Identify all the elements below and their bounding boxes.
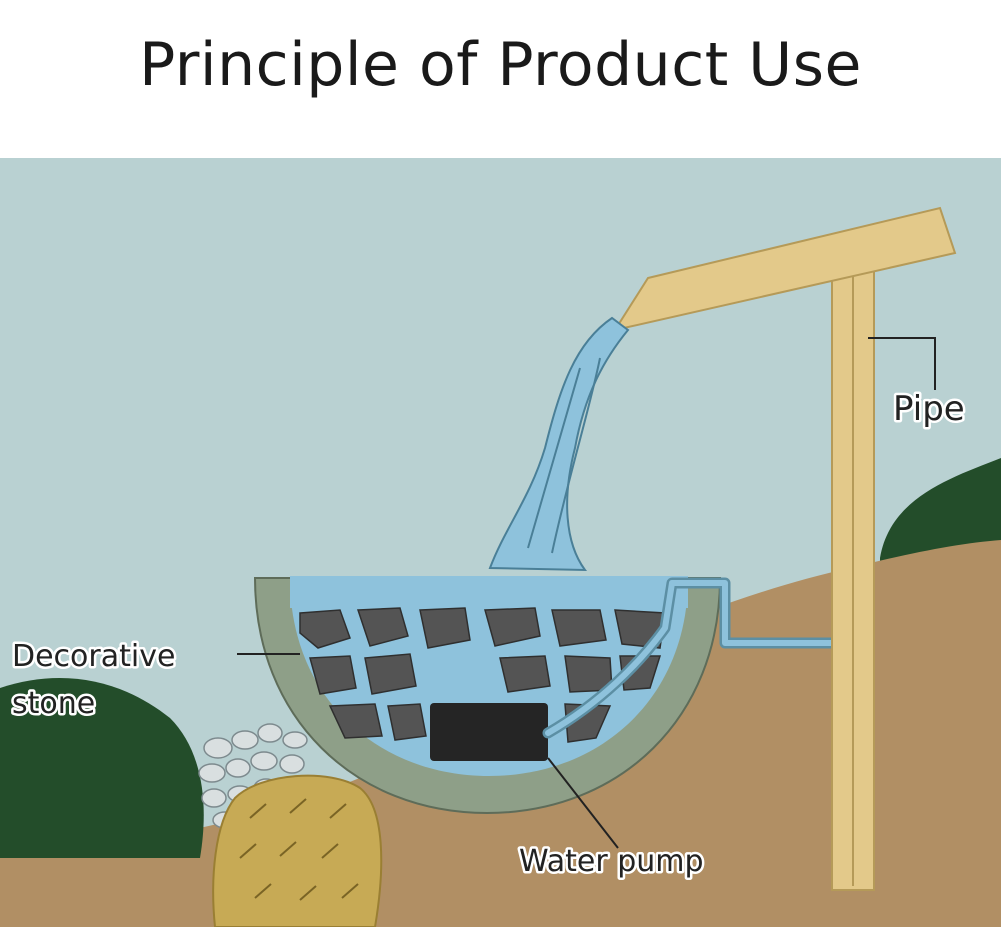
water-pump-leader (547, 757, 619, 849)
boulder-hatching (239, 798, 359, 901)
fountain-diagram: Pipe Decorative stone Water pump (0, 158, 1001, 927)
pipe-leader (868, 337, 936, 390)
page-title: Principle of Product Use (139, 30, 862, 100)
wooden-trough (612, 206, 957, 332)
water-pump-body (430, 703, 548, 761)
pipe-tube-inner (545, 255, 841, 736)
decorative-stone-label-line2: stone (12, 686, 95, 721)
bush-left (0, 678, 204, 858)
boulder (212, 774, 383, 927)
decorative-stone-label-line1: Decorative (12, 639, 175, 674)
waterfall-streaks (527, 357, 601, 554)
pipe-label: Pipe (893, 389, 965, 429)
water-pump-label: Water pump (519, 844, 704, 879)
water-surface (290, 576, 688, 608)
